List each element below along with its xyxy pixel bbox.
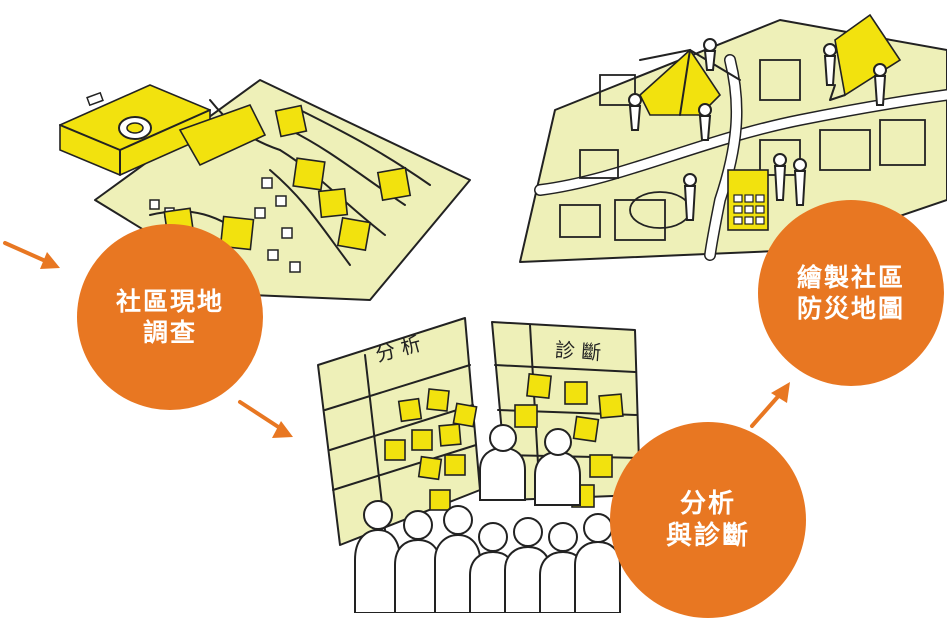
step-mapping-line1: 繪製社區 <box>797 262 905 293</box>
board-right-heading: 診 斷 <box>554 338 602 365</box>
flow-arrow-in <box>5 243 60 269</box>
step-survey-line1: 社區現地 <box>116 286 224 317</box>
step-survey-line2: 調查 <box>143 317 197 348</box>
step-mapping-line2: 防災地圖 <box>797 293 905 324</box>
step-analysis-bubble: 分析 與診斷 <box>610 422 806 618</box>
step-analysis-line2: 與診斷 <box>666 520 750 553</box>
flow-arrow-survey-to-analysis <box>240 402 293 438</box>
step-mapping-bubble: 繪製社區 防災地圖 <box>758 200 944 386</box>
flow-arrow-analysis-to-mapping <box>752 382 790 426</box>
step-analysis-line1: 分析 <box>680 488 736 521</box>
step-survey-bubble: 社區現地 調查 <box>77 224 263 410</box>
analysis-illustration: 分 析 診 斷 <box>318 318 640 613</box>
